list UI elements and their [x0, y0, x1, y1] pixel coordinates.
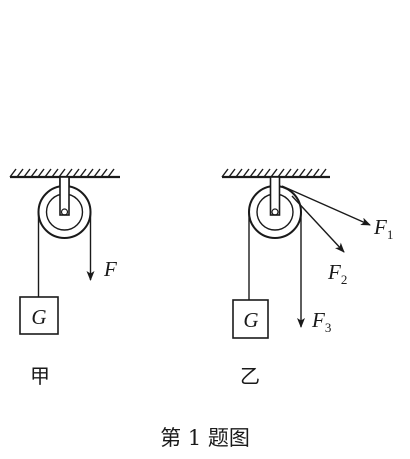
- ceiling-hatch-line: [93, 168, 101, 178]
- ceiling-hatch-line: [319, 168, 327, 178]
- left-setup: G F 甲: [9, 168, 120, 388]
- right-force-label-2: F2: [327, 260, 347, 287]
- ceiling-hatch-line: [44, 168, 52, 178]
- ceiling-hatch-line: [249, 168, 257, 178]
- ceiling-hatch-line: [86, 168, 94, 178]
- ceiling-hatch-line: [277, 168, 285, 178]
- ceiling-hatch-line: [51, 168, 59, 178]
- right-pulley: [248, 176, 302, 239]
- ceiling-hatch-line: [65, 168, 73, 178]
- ceiling-hatch-line: [235, 168, 243, 178]
- ceiling-hatch-line: [312, 168, 320, 178]
- ceiling-hatch-line: [221, 168, 229, 178]
- left-load-label: G: [31, 305, 46, 329]
- ceiling-hatch-line: [107, 168, 115, 178]
- ceiling-hatch-line: [100, 168, 108, 178]
- ceiling-hatch-line: [37, 168, 45, 178]
- right-load-label: G: [243, 308, 258, 332]
- ceiling-hatch-line: [284, 168, 292, 178]
- ceiling-hatch-line: [298, 168, 306, 178]
- ceiling-hatch-line: [228, 168, 236, 178]
- right-ceiling: [221, 168, 330, 179]
- left-force-label: F: [103, 257, 117, 281]
- ceiling-hatch-line: [242, 168, 250, 178]
- left-load-block: [19, 296, 59, 335]
- left-ceiling: [9, 168, 120, 179]
- ceiling-hatch-line: [305, 168, 313, 178]
- ceiling-hatch-line: [58, 168, 66, 178]
- right-force-label-1: F1: [373, 215, 393, 242]
- left-caption: 甲: [30, 364, 50, 388]
- ceiling-hatch-line: [9, 168, 17, 178]
- ceiling-hatch-line: [16, 168, 24, 178]
- right-force-arrow-1: [281, 185, 371, 226]
- ceiling-hatch-line: [72, 168, 80, 178]
- left-pulley: [37, 176, 92, 239]
- right-caption: 乙: [240, 364, 260, 388]
- right-setup: G F1 F2 F3 乙: [221, 168, 393, 388]
- ceiling-hatch-line: [79, 168, 87, 178]
- right-load-block: [232, 299, 269, 339]
- figure-caption: 第 1 题图: [160, 426, 250, 450]
- ceiling-hatch-line: [291, 168, 299, 178]
- ceiling-hatch-line: [256, 168, 264, 178]
- ceiling-hatch-line: [270, 168, 278, 178]
- right-force-arrow-2: [291, 195, 345, 253]
- ceiling-hatch-line: [23, 168, 31, 178]
- right-force-label-3: F3: [311, 308, 331, 335]
- ceiling-hatch-line: [30, 168, 38, 178]
- ceiling-hatch-line: [263, 168, 271, 178]
